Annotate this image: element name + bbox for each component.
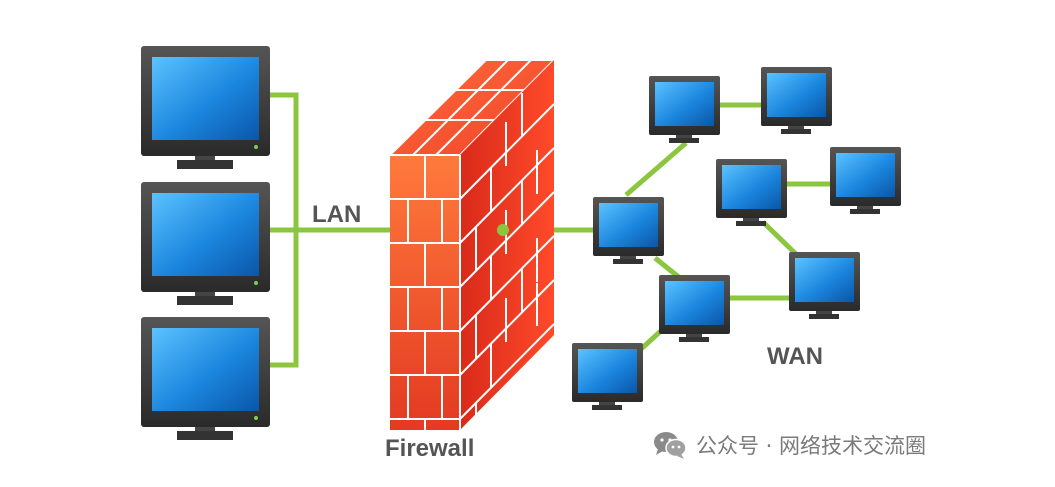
wan-computer-1 xyxy=(649,76,720,143)
firewall-port xyxy=(497,224,509,236)
lan-links xyxy=(270,92,390,368)
wan-computer-7 xyxy=(659,275,730,342)
wan-computer-2 xyxy=(761,67,832,134)
firewall-wall xyxy=(387,59,557,430)
lan-computer-3 xyxy=(141,317,270,440)
wan-computer-5 xyxy=(593,197,664,264)
firewall-label: Firewall xyxy=(385,435,474,462)
wan-link xyxy=(624,141,688,197)
watermark: 公众号 · 网络技术交流圈 xyxy=(652,428,926,462)
lan-label: LAN xyxy=(312,201,361,228)
wan-computer-3 xyxy=(716,159,787,226)
lan-computer-1 xyxy=(141,46,270,169)
wan-computer-4 xyxy=(830,147,901,214)
wechat-icon xyxy=(654,432,687,459)
wan-label: WAN xyxy=(767,343,823,370)
wan-link xyxy=(653,256,682,280)
lan-computer-2 xyxy=(141,182,270,305)
watermark-text: 公众号 · 网络技术交流圈 xyxy=(696,434,927,458)
wan-computer-8 xyxy=(572,343,643,410)
wan-computer-6 xyxy=(789,252,860,319)
